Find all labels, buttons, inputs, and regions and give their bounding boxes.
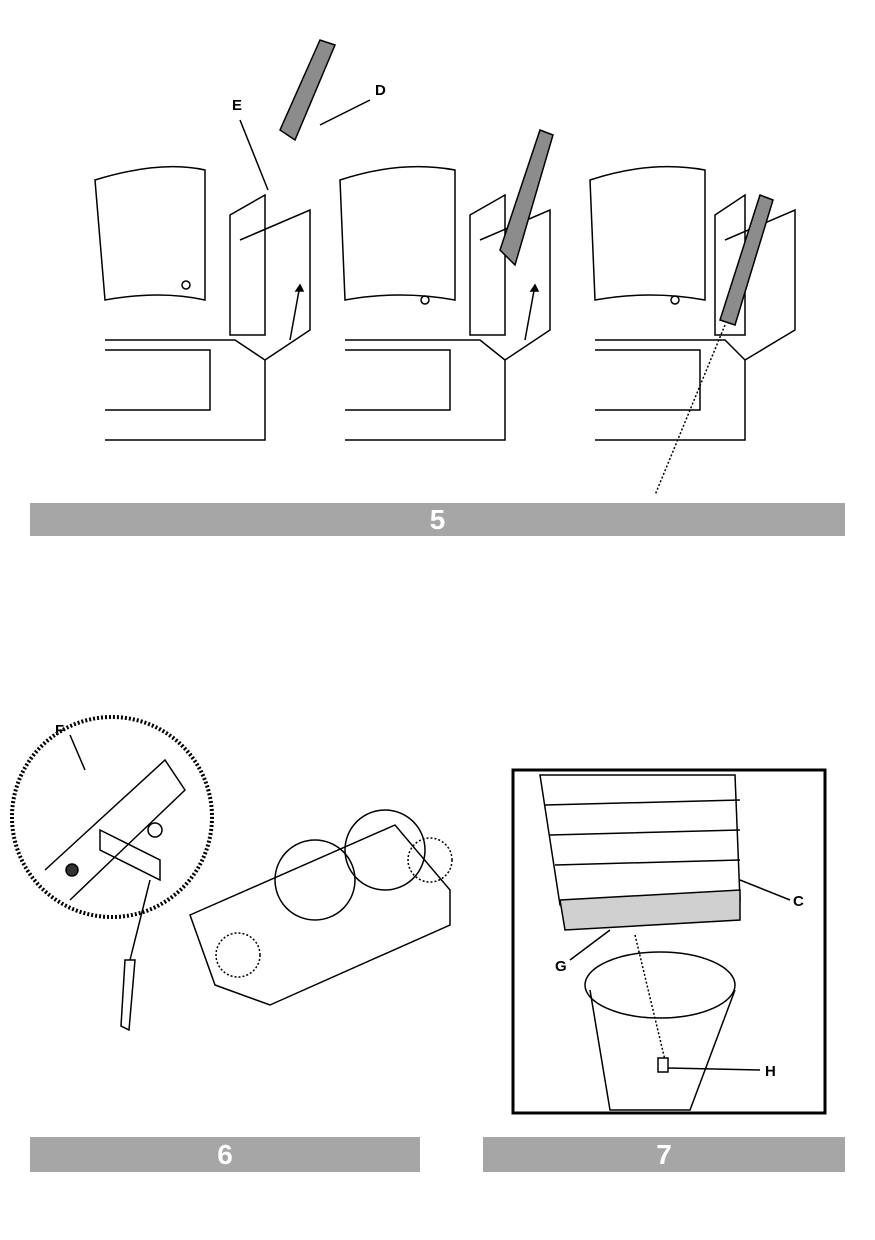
figure-7-banner: 7 xyxy=(483,1137,845,1172)
label-e: E xyxy=(232,97,243,114)
fig6-illustration xyxy=(10,715,453,1032)
fig5-panel-1 xyxy=(94,39,337,441)
label-c: C xyxy=(793,893,804,910)
label-h: H xyxy=(765,1063,776,1080)
figure-5-banner: 5 xyxy=(30,503,845,536)
label-d: D xyxy=(375,82,386,99)
label-f: F xyxy=(55,722,65,739)
fig7-illustration xyxy=(511,768,827,1115)
fig5-panel-2 xyxy=(339,129,554,441)
label-g: G xyxy=(555,958,567,975)
figure-6-banner: 6 xyxy=(30,1137,420,1172)
fig5-panel-3 xyxy=(589,165,796,496)
